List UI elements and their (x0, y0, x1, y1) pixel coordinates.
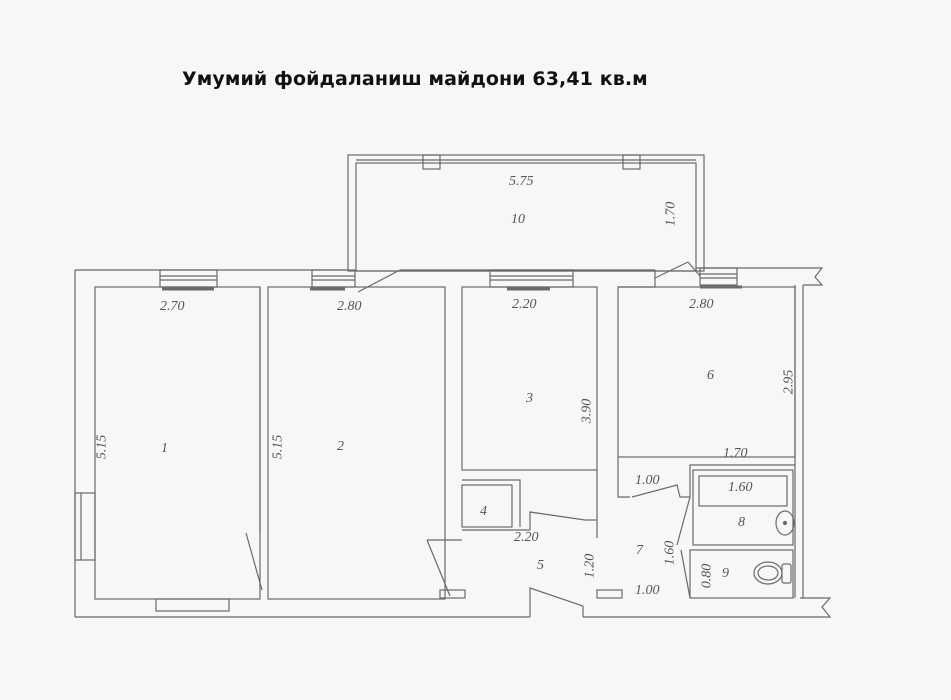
room-1-length: 5.15 (94, 434, 110, 460)
room-1-width: 2.70 (160, 299, 185, 314)
bath-length: 1.60 (728, 480, 753, 495)
room-9-length: 0.80 (699, 563, 715, 589)
room-3-width: 2.20 (512, 297, 537, 312)
room-6-width: 2.80 (689, 297, 714, 312)
room-2-walls (259, 269, 451, 600)
room-9-walls (689, 549, 794, 599)
room-5-number: 5 (537, 558, 544, 573)
room-7-walls (617, 457, 795, 599)
room-2-width: 2.80 (337, 299, 362, 314)
room-7-length: 1.60 (662, 540, 678, 566)
room-1-number: 1 (161, 441, 168, 456)
plan-title: Умумий фойдаланиш майдони 63,41 кв.м (182, 68, 648, 90)
room-4-walls (461, 470, 598, 538)
room-5-walls (427, 539, 623, 617)
room-10-number: 10 (511, 212, 525, 227)
room-5-width: 2.20 (514, 530, 539, 545)
room-10-width: 5.75 (509, 174, 534, 189)
room-6-number: 6 (707, 368, 714, 383)
room-3-walls (400, 269, 656, 471)
room-3-length: 3.90 (579, 398, 595, 424)
outer-walls (74, 267, 832, 618)
room-8-width: 1.70 (723, 446, 748, 461)
room-8-number: 8 (738, 515, 745, 530)
room-10-length: 1.70 (663, 201, 679, 227)
balcony-walls (347, 154, 705, 272)
room-2-length: 5.15 (270, 434, 286, 460)
room-6-length: 2.95 (781, 369, 797, 395)
room-6-walls (617, 261, 796, 458)
room-7-width: 1.00 (635, 473, 660, 488)
room-4-number: 4 (480, 504, 487, 519)
room-2-number: 2 (337, 439, 344, 454)
room-9-number: 9 (722, 566, 729, 581)
room-7-width-bottom: 1.00 (635, 583, 660, 598)
room-5-length: 1.20 (582, 553, 598, 579)
room-8-walls (692, 469, 795, 546)
room-3-number: 3 (526, 391, 533, 406)
room-7-number: 7 (636, 543, 643, 558)
